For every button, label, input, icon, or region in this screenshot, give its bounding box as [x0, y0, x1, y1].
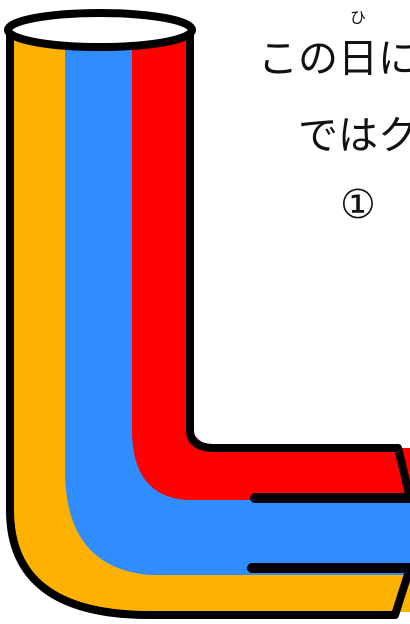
text-line-1: この日に [258, 26, 410, 84]
red-band [132, 30, 410, 500]
pipe-opening [8, 13, 192, 47]
text-line-3: ① [340, 182, 376, 228]
ruby-text: ひ [350, 4, 366, 28]
text-line-2: ではク [298, 103, 410, 161]
